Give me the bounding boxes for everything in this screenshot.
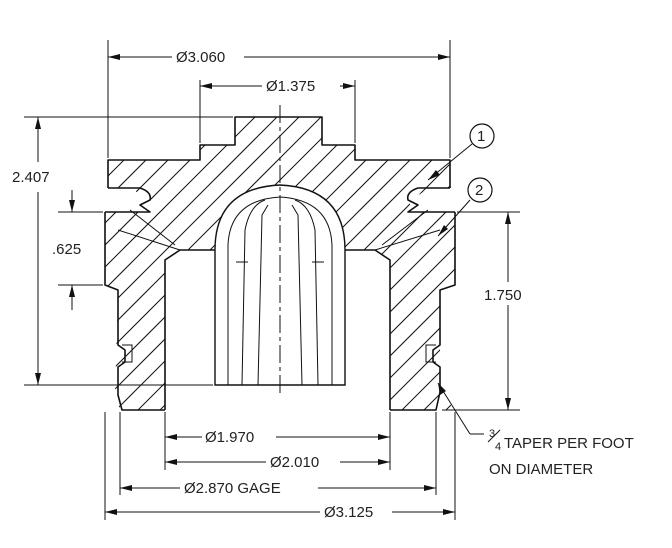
dim-top-outer-label: Ø3.060 (176, 49, 225, 66)
hatch-line (105, 117, 207, 410)
balloon-2-label: 2 (475, 182, 483, 199)
hatch-line (502, 100, 672, 420)
hatch-line (105, 117, 273, 410)
part-outline (104, 116, 456, 411)
hatch-line (105, 117, 141, 410)
taper-note: 3 4 TAPER PER FOOT ON DIAMETER (437, 382, 634, 478)
dim-gage: Ø2.870 GAGE (119, 412, 437, 497)
hatch-line (656, 100, 672, 420)
dim-top-inner: Ø1.375 (199, 78, 356, 143)
taper-fraction-numerator: 3 (489, 428, 495, 440)
hatch-line (105, 117, 317, 410)
dim-bore-1-label: Ø1.970 (205, 429, 254, 446)
dim-height-total-label: 2.407 (12, 169, 50, 186)
hatch-line (458, 100, 672, 420)
hatch-line (568, 100, 672, 420)
dim-bore-1: Ø1.970 (164, 412, 391, 470)
dim-bore-2-label: Ø2.010 (270, 454, 319, 471)
dim-height-total: 2.407 (12, 116, 233, 386)
hatch-line (105, 117, 229, 410)
hatch-line (612, 100, 672, 420)
taper-note-line1: TAPER PER FOOT (504, 435, 634, 452)
hatch-line (325, 117, 455, 410)
hatch-line (590, 100, 672, 420)
hatch-line (413, 117, 455, 410)
dim-bottom-outer-label: Ø3.125 (324, 504, 373, 521)
dim-height-small: .625 (52, 190, 103, 310)
dim-top-inner-label: Ø1.375 (266, 78, 315, 95)
hatch-line (105, 117, 119, 410)
dim-gage-label: Ø2.870 GAGE (184, 480, 281, 497)
dim-height-small-label: .625 (52, 241, 81, 258)
hatch-line (391, 117, 455, 410)
hatch-line (0, 100, 30, 420)
dim-bore-2: Ø2.010 (165, 454, 390, 471)
hatch-line (546, 100, 672, 420)
hatch-line (347, 117, 455, 410)
dim-height-right: 1.750 (442, 211, 522, 411)
hatch-line (634, 100, 672, 420)
hatch-line (0, 100, 74, 420)
balloon-1-label: 1 (477, 128, 485, 145)
hatch-line (369, 117, 455, 410)
hatch-line (0, 100, 52, 420)
hatch-line (0, 100, 96, 420)
taper-note-line2: ON DIAMETER (489, 461, 593, 478)
dim-top-outer: Ø3.060 (107, 40, 451, 158)
hatch-line (435, 117, 455, 410)
hatch-line (524, 100, 672, 420)
hatch-line (105, 117, 163, 410)
dim-height-right-label: 1.750 (484, 287, 522, 304)
hatch-line (0, 100, 8, 420)
hatch-line (105, 117, 295, 410)
balloon-2: 2 (437, 177, 493, 237)
dim-bottom-outer: Ø3.125 (104, 412, 456, 521)
hatch-line (480, 100, 672, 420)
balloon-1: 1 (427, 123, 495, 181)
hatch-line (303, 117, 455, 410)
taper-fraction-denominator: 4 (495, 441, 501, 453)
